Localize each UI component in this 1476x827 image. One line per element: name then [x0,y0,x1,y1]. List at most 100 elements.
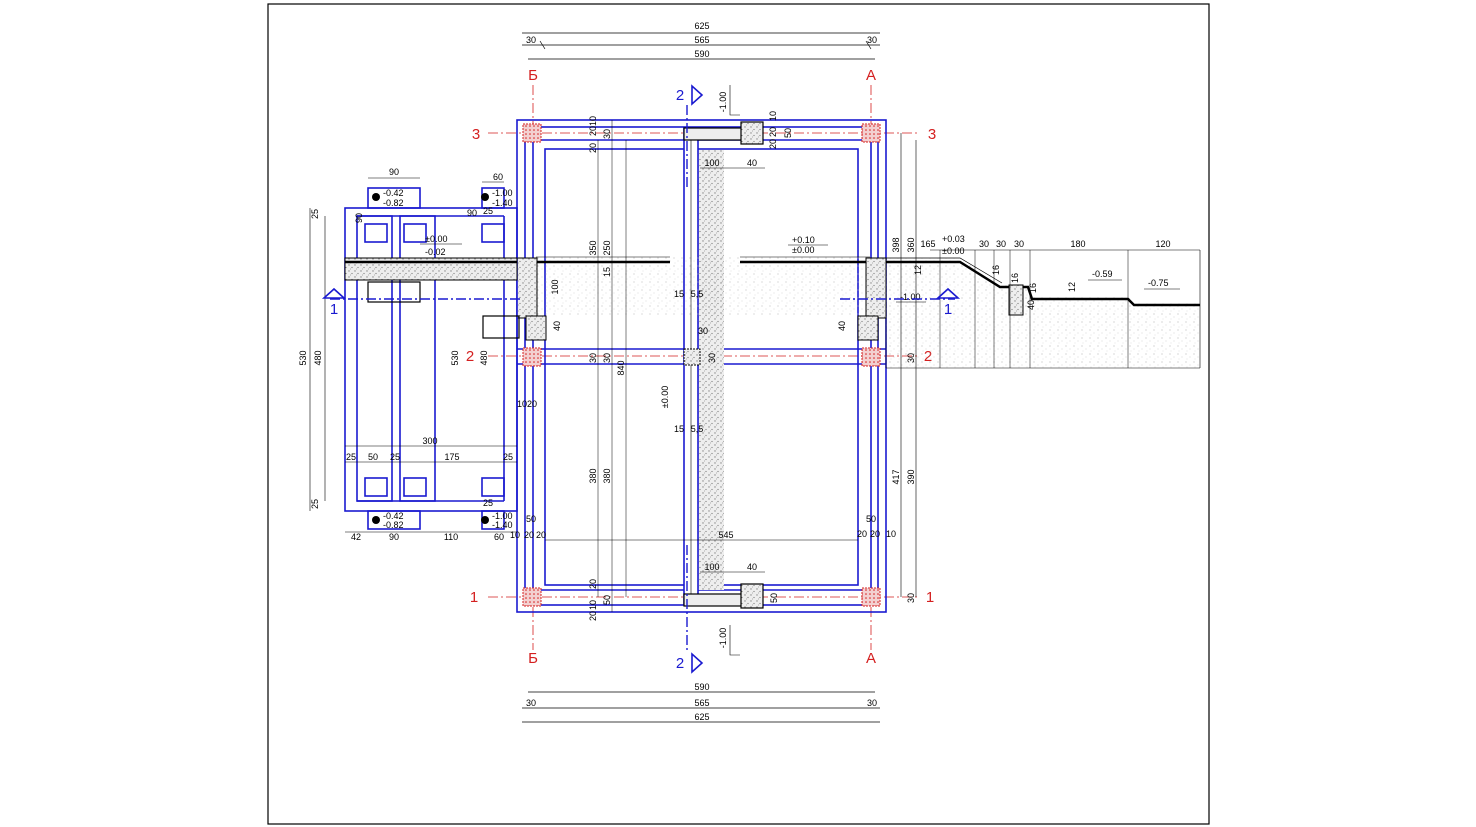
dim-15: 15 [602,267,612,277]
dim-porch-25c: 25 [310,499,320,509]
axis-label-b-bottom: Б [528,650,538,667]
dim-50-top: 50 [783,128,793,138]
axis-label-b-top: Б [528,67,538,84]
porch-post [482,315,520,339]
level-m100-right: -1.00 [900,292,921,302]
dim-30f: 30 [906,593,916,603]
dim-30e: 30 [906,353,916,363]
central-wall-hatch [696,150,724,590]
dim-180: 180 [1070,239,1085,249]
dim-porch-90-left: 90 [354,213,364,223]
porch-dim-lines [309,177,517,533]
dim-bot-30b: 30 [867,698,877,708]
exterior-steps [885,249,1201,369]
level-pm000-porch: ±0.00 [425,234,447,244]
dim-top-30a: 30 [526,35,536,45]
dim-30-v2: 30 [602,353,612,363]
dim-30d: 30 [707,353,717,363]
interior-dim-lines [545,120,858,612]
level-porch-100b: -1.00 [492,511,513,521]
dim-50-bot: 50 [769,593,779,603]
dim-porch-25f: 25 [390,452,400,462]
dim-40e: 40 [1026,300,1036,310]
dim-16b: 16 [1010,273,1020,283]
dim-porch-60-bot: 60 [494,532,504,542]
section-band [516,256,887,341]
axis-label-a-bottom: А [866,650,876,667]
dim-porch-90-right: 90 [467,208,477,218]
top-dimensions [522,32,880,60]
dim-120: 120 [1155,239,1170,249]
dim-porch-300: 300 [422,436,437,446]
level-porch-140b: -1.40 [492,520,513,530]
dim-porch-20b: 20 [536,530,546,540]
dim-40a: 40 [747,158,757,168]
piles [522,123,881,607]
axis-label-a-top: А [866,67,876,84]
dim-15b: 15 [674,424,684,434]
axis-label-3-right: 3 [928,126,936,143]
level-m002-porch: -0.02 [425,247,446,257]
dim-50d: 50 [866,514,876,524]
wall-bot-block [740,583,764,609]
porch-slab [344,257,518,281]
dim-porch-10a: 10 [510,530,520,540]
bottom-dimensions [522,691,880,723]
dim-50v-bot: 50 [602,595,612,605]
dim-porch-25g: 25 [503,452,513,462]
level-m059: -0.59 [1092,269,1113,279]
dim-30i: 30 [1014,239,1024,249]
dim-165: 165 [920,239,935,249]
dim-20-top-b: 20 [768,139,778,149]
dim-porch-42: 42 [351,532,361,542]
wall-top-block [740,121,764,145]
dim-top-565: 565 [694,35,709,45]
porch-step [367,281,421,303]
dim-40c: 40 [552,321,562,331]
dim-porch-20a: 20 [524,530,534,540]
dim-40d: 40 [837,321,847,331]
dim-30g: 30 [979,239,989,249]
drawing-frame [267,3,1210,825]
section-2-top-arrow [691,84,704,106]
dim-20v-bot: 20 [588,579,598,589]
dim-porch-110: 110 [444,532,458,542]
dim-bot-590: 590 [694,682,709,692]
porch-level-marks [372,193,489,524]
dim-360: 360 [906,237,916,252]
wall-bot-segment [683,593,745,607]
dim-20-top-a: 20 [768,127,778,137]
dim-20d: 20 [870,529,880,539]
dim-porch-90-bot: 90 [389,532,399,542]
dim-bot-30a: 30 [526,698,536,708]
level-p010: +0.10 [792,235,815,245]
dim-545: 545 [718,530,733,540]
right-dim-lines [900,133,917,597]
dim-20v2-bot: 20 [588,611,598,621]
level-pm000-ext: ±0.00 [942,246,964,256]
dim-porch-60-top: 60 [493,172,503,182]
dim-12: 12 [913,265,923,275]
level-porch-082b: -0.82 [383,520,404,530]
dim-20c: 20 [857,529,867,539]
dim-250: 250 [602,240,612,255]
dim-porch-480b: 480 [479,350,489,365]
dim-398: 398 [891,237,901,252]
dim-20t-top: 20 [588,143,598,153]
level-m075: -0.75 [1148,278,1169,288]
dim-1020: 1020 [517,399,537,409]
dim-porch-25d: 25 [483,498,493,508]
level-porch-042a: -0.42 [383,188,404,198]
section-1-right-label: 1 [944,301,952,318]
dim-30c: 30 [698,326,708,336]
dim-16c: 16 [1028,283,1038,293]
axis-label-1-right: 1 [926,589,934,606]
dim-porch-90-top: 90 [389,167,399,177]
dim-porch-530b: 530 [450,350,460,365]
level-m100-bot: -1.00 [718,628,728,649]
wall-top-segment [683,127,745,141]
level-porch-100a: -1.00 [492,188,513,198]
dim-40b: 40 [747,562,757,572]
dim-porch-175: 175 [444,452,459,462]
dim-bot-625: 625 [694,712,709,722]
